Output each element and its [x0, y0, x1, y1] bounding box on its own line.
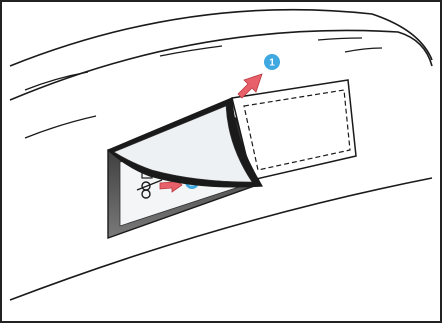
mattress-bottom-edge: [9, 177, 433, 301]
step-1-marker: 1: [264, 54, 280, 70]
quilting-line: [24, 71, 89, 91]
flap-stitching: [243, 89, 351, 171]
quilting-line: [159, 45, 223, 57]
step-1-number: 1: [269, 58, 275, 69]
arrow-up-right-icon: [237, 73, 263, 99]
mattress-top-edge: [9, 8, 433, 67]
quilting-line: [344, 47, 383, 53]
quilting-line: [24, 115, 97, 139]
mattress-inner-edge: [9, 29, 433, 101]
peeled-flap: [113, 105, 253, 183]
quilting-line: [317, 37, 363, 41]
